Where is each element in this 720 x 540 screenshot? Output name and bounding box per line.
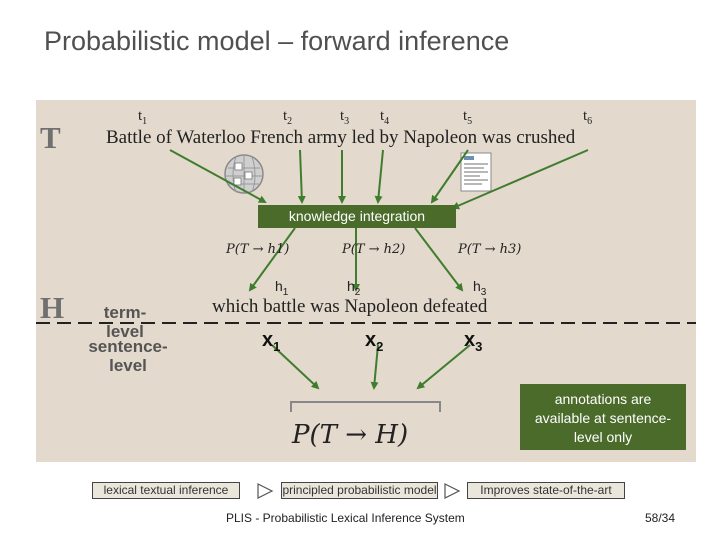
sentence-probability: P(T → H)	[292, 420, 409, 450]
knowledge-integration-box: knowledge integration	[258, 205, 456, 228]
triangle-arrow-icon	[257, 483, 274, 499]
h-label-1: h1	[275, 278, 289, 298]
pipeline-step-2: principled probabilistic model	[281, 482, 438, 499]
x-label-1: x1	[262, 329, 281, 354]
t-label-2: t2	[283, 108, 293, 127]
term-probability-1: P(T → h1)	[226, 242, 290, 257]
x-label-3: x3	[464, 329, 483, 354]
h-label-3: h3	[473, 278, 487, 298]
t-label-5: t5	[463, 108, 473, 127]
sentence-bracket	[290, 401, 441, 412]
arrow-h1	[248, 227, 296, 292]
hypothesis-label: H	[40, 290, 65, 325]
text-label: T	[40, 120, 61, 155]
sentence-level-label: sentence- level	[88, 337, 168, 375]
text-sentence: Battle of Waterloo French army led by Na…	[106, 127, 576, 148]
term-probability-2: P(T → h2)	[342, 242, 406, 257]
document-icon	[460, 152, 492, 192]
t-label-1: t1	[138, 108, 148, 127]
annotation-note: annotations are available at sentence-le…	[520, 384, 686, 450]
page-number: 58/34	[645, 511, 676, 525]
slide-title: Probabilistic model – forward inference	[44, 26, 510, 56]
footer-text: PLIS - Probabilistic Lexical Inference S…	[226, 511, 465, 525]
h-label-2: h2	[347, 278, 361, 298]
arrow-t6	[451, 149, 589, 210]
pipeline-step-1: lexical textual inference	[92, 482, 240, 499]
t-label-3: t3	[340, 108, 350, 127]
arrow-x3	[416, 344, 471, 390]
arrow-t4	[374, 149, 384, 204]
x-label-2: x2	[365, 329, 384, 354]
t-label-4: t4	[380, 108, 390, 127]
arrow-t2	[297, 149, 306, 204]
arrow-t5	[430, 149, 469, 204]
triangle-arrow-icon	[444, 483, 461, 499]
wikipedia-globe-icon	[224, 154, 264, 194]
term-level-label: term- level	[103, 303, 147, 341]
arrow-h3	[414, 227, 464, 292]
pipeline-step-3: Improves state-of-the-art	[467, 482, 625, 499]
arrow-t1	[169, 149, 267, 203]
hypothesis-sentence: which battle was Napoleon defeated	[212, 296, 488, 317]
t-label-6: t6	[583, 108, 593, 127]
arrow-x1	[271, 344, 320, 390]
term-probability-3: P(T → h3)	[458, 242, 522, 257]
arrow-x2	[370, 344, 379, 390]
